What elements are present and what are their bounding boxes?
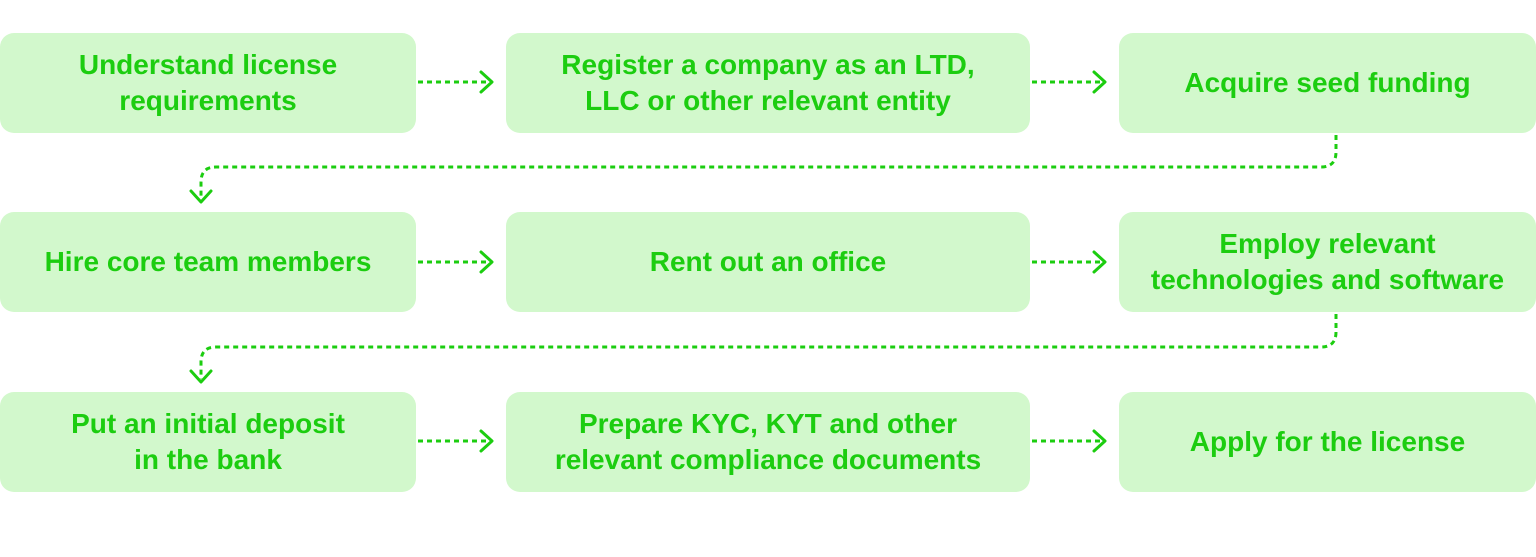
arrow-step4-to-step5 <box>418 250 494 274</box>
arrow-step7-to-step8 <box>418 429 494 453</box>
step-employ-technologies: Employ relevant technologies and softwar… <box>1119 212 1536 312</box>
arrow-step8-to-step9 <box>1032 429 1107 453</box>
step-apply-for-license: Apply for the license <box>1119 392 1536 492</box>
step-label: Put an initial deposit in the bank <box>71 408 345 475</box>
step-register-company: Register a company as an LTD, LLC or oth… <box>506 33 1030 133</box>
step-prepare-compliance-documents: Prepare KYC, KYT and other relevant comp… <box>506 392 1030 492</box>
arrow-step2-to-step3 <box>1032 70 1107 94</box>
step-label: Hire core team members <box>44 246 372 277</box>
arrow-step1-to-step2 <box>418 70 494 94</box>
arrow-step6-to-step7 <box>189 314 1338 384</box>
step-label: Register a company as an LTD, LLC or oth… <box>561 49 975 116</box>
step-initial-deposit: Put an initial deposit in the bank <box>0 392 416 492</box>
arrow-step3-to-step4 <box>189 135 1338 204</box>
step-rent-office: Rent out an office <box>506 212 1030 312</box>
arrow-step5-to-step6 <box>1032 250 1107 274</box>
step-label: Employ relevant technologies and softwar… <box>1150 228 1505 295</box>
step-hire-core-team: Hire core team members <box>0 212 416 312</box>
step-label: Apply for the license <box>1189 426 1466 457</box>
step-label: Prepare KYC, KYT and other relevant comp… <box>554 408 982 475</box>
step-label: Rent out an office <box>649 246 887 277</box>
step-label: Understand license requirements <box>78 49 338 116</box>
step-label: Acquire seed funding <box>1184 67 1471 98</box>
step-acquire-seed-funding: Acquire seed funding <box>1119 33 1536 133</box>
step-understand-license-requirements: Understand license requirements <box>0 33 416 133</box>
